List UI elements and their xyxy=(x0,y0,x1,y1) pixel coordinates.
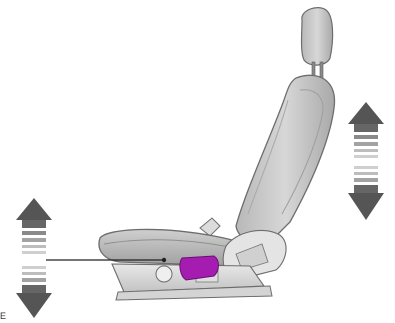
up-down-arrow-icon xyxy=(16,198,52,318)
headrest xyxy=(302,8,333,78)
seatback xyxy=(236,75,335,244)
height-adjust-lever xyxy=(180,256,219,280)
seatbelt-buckle xyxy=(200,218,220,236)
figure-reference-code: E xyxy=(0,311,6,321)
up-down-arrow-icon xyxy=(348,102,384,220)
